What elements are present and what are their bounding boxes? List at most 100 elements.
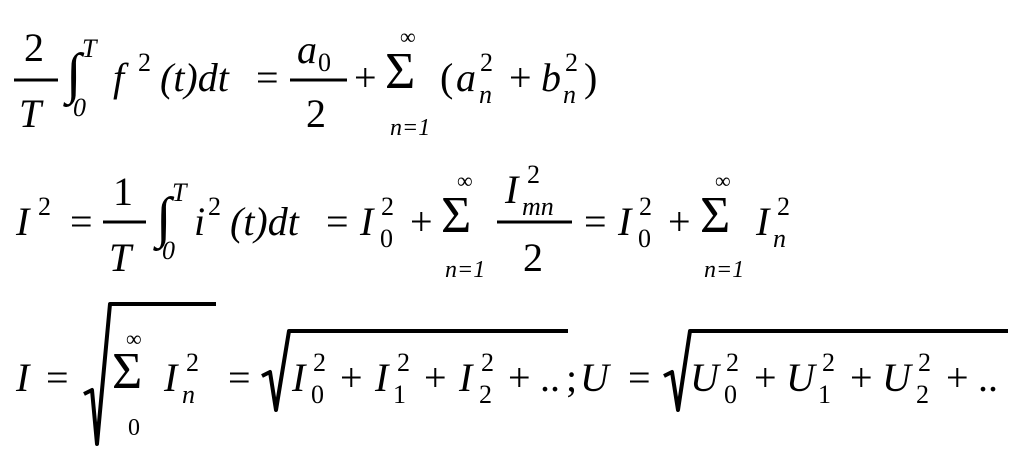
integral-sign: ∫	[156, 187, 172, 249]
fraction-numerator: 2	[24, 25, 44, 70]
right-paren: )	[584, 55, 598, 100]
integrand-argument: (t)dt	[230, 199, 299, 244]
left-paren: (	[440, 55, 454, 100]
U0-base: U	[690, 355, 719, 400]
sum-lower-limit: 0	[128, 415, 140, 441]
equals-sign: =	[228, 355, 251, 400]
sum-upper-limit: ∞	[715, 168, 731, 193]
equals-sign: =	[326, 199, 349, 244]
a-superscript: 2	[480, 48, 493, 77]
plus-sign: +	[754, 355, 777, 400]
integrand-exponent: 2	[208, 192, 221, 221]
integral-lower-limit: 0	[73, 93, 86, 122]
plus-sign: +	[946, 355, 969, 400]
sum-lower-limit: n=1	[390, 115, 431, 141]
plus-sign: +	[410, 199, 433, 244]
equals-sign: =	[46, 355, 69, 400]
equals-sign: =	[584, 199, 607, 244]
plus-sign: +	[508, 355, 531, 400]
sum-upper-limit: ∞	[457, 168, 473, 193]
U2-subscript: 2	[916, 380, 929, 409]
In-subscript: n	[182, 380, 195, 409]
I1-subscript: 1	[393, 380, 406, 409]
plus-sign: +	[340, 355, 363, 400]
radical-sign	[663, 329, 1008, 412]
integral-sign: ∫	[66, 43, 82, 105]
I2-subscript: 2	[479, 380, 492, 409]
b-base: b	[541, 55, 561, 100]
summation-sign: Σ	[700, 187, 731, 244]
sum-lower-limit: n=1	[445, 257, 486, 283]
I0-base: I	[618, 199, 632, 244]
In-subscript: n	[773, 224, 786, 253]
equals-sign: =	[70, 199, 93, 244]
U2-base: U	[882, 355, 911, 400]
sum-upper-limit: ∞	[400, 24, 416, 49]
sum-lower-limit: n=1	[704, 257, 745, 283]
ellipsis: ..	[540, 355, 560, 400]
a-base: a	[456, 55, 476, 100]
b-superscript: 2	[565, 48, 578, 77]
I1-base: I	[375, 355, 389, 400]
In-superscript: 2	[186, 348, 199, 377]
In-base: I	[164, 355, 178, 400]
integrand-function: i	[194, 199, 206, 244]
In-superscript: 2	[777, 192, 790, 221]
integral-upper-limit: T	[172, 178, 187, 207]
Imn-subscript: mn	[522, 192, 554, 221]
U-variable: U	[580, 355, 609, 400]
plus-sign: +	[424, 355, 447, 400]
summation-sign: Σ	[385, 43, 416, 100]
equals-sign: =	[628, 355, 651, 400]
fraction-denominator: T	[109, 235, 132, 280]
I0-subscript: 0	[380, 224, 393, 253]
sum-upper-limit: ∞	[126, 326, 142, 351]
U0-superscript: 2	[726, 348, 739, 377]
ellipsis: ..	[978, 355, 998, 400]
half-denominator: 2	[523, 235, 543, 280]
a0-subscript: 0	[318, 48, 331, 77]
lhs-exponent: 2	[38, 192, 51, 221]
plus-sign: +	[509, 55, 532, 100]
a0-base: a	[297, 27, 317, 72]
Imn-superscript: 2	[527, 160, 540, 189]
Imn-base: I	[505, 167, 519, 212]
U1-subscript: 1	[818, 380, 831, 409]
I0-subscript: 0	[311, 380, 324, 409]
I0-superscript: 2	[639, 192, 652, 221]
integral-lower-limit: 0	[162, 236, 175, 265]
U1-superscript: 2	[822, 348, 835, 377]
summation-sign: Σ	[112, 343, 143, 400]
integrand-function: f	[113, 55, 125, 100]
radical-sign	[261, 329, 568, 412]
I0-superscript: 2	[381, 192, 394, 221]
I2-superscript: 2	[481, 348, 494, 377]
fraction-numerator: 1	[113, 169, 133, 214]
a-subscript: n	[479, 80, 492, 109]
integrand-exponent: 2	[138, 48, 151, 77]
I0-base: I	[292, 355, 306, 400]
I0-base: I	[360, 199, 374, 244]
I0-superscript: 2	[313, 348, 326, 377]
lhs-variable: I	[16, 355, 30, 400]
plus-sign: +	[354, 55, 377, 100]
lhs-variable: I	[16, 199, 30, 244]
half-denominator: 2	[306, 91, 326, 136]
plus-sign: +	[668, 199, 691, 244]
equals-sign: =	[256, 55, 279, 100]
integrand-argument: (t)dt	[160, 55, 229, 100]
plus-sign: +	[850, 355, 873, 400]
integral-upper-limit: T	[82, 34, 97, 63]
fraction-denominator: T	[19, 91, 42, 136]
U2-superscript: 2	[918, 348, 931, 377]
I0-subscript: 0	[638, 224, 651, 253]
In-base: I	[756, 199, 770, 244]
radical-sign	[83, 302, 216, 446]
U1-base: U	[786, 355, 815, 400]
I1-superscript: 2	[397, 348, 410, 377]
summation-sign: Σ	[441, 187, 472, 244]
semicolon: ;	[566, 355, 578, 400]
b-subscript: n	[563, 80, 576, 109]
U0-subscript: 0	[724, 380, 737, 409]
